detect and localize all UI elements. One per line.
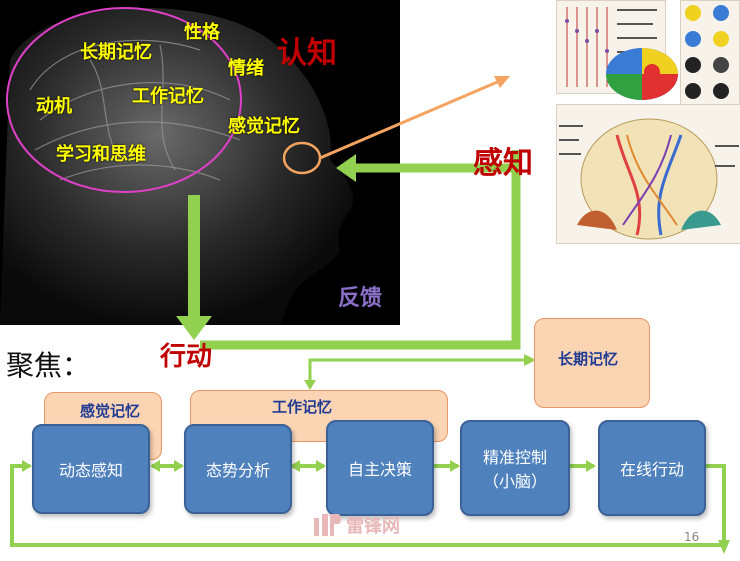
watermark-text: 雷锋网 (346, 516, 400, 537)
online-action-block: 在线行动 (598, 420, 706, 516)
leiphone-logo-icon (314, 514, 341, 536)
label-emotion: 情绪 (228, 58, 264, 79)
autonomous-decision-block: 自主决策 (326, 420, 434, 516)
color-wheel-diagram (602, 46, 682, 102)
label-working-memory: 工作记忆 (132, 86, 204, 107)
watermark-logo: 雷锋网 (312, 512, 400, 538)
title-feedback: 反馈 (338, 286, 383, 311)
visual-pathway-diagram-image (556, 104, 740, 244)
title-cognition: 认知 (277, 36, 337, 71)
label-learning-thinking: 学习和思维 (56, 144, 146, 165)
sensory-memory-label: 感觉记忆 (80, 402, 141, 420)
title-action: 行动 (160, 342, 213, 372)
title-focus: 聚焦： (6, 349, 91, 382)
title-perception: 感知 (473, 146, 533, 181)
page-number: 16 (684, 530, 700, 544)
label-personality: 性格 (184, 22, 220, 43)
long-term-loop-arrow (308, 358, 530, 384)
label-motivation: 动机 (36, 96, 72, 117)
label-long-term-memory: 长期记忆 (80, 42, 152, 63)
precise-control-block: 精准控制 （小脑） (460, 420, 570, 516)
dynamic-perception-block: 动态感知 (32, 424, 150, 514)
label-sensory-memory: 感觉记忆 (228, 116, 300, 137)
long-term-memory-label: 长期记忆 (558, 350, 619, 368)
situation-analysis-block: 态势分析 (184, 424, 292, 514)
long-term-memory-region (534, 318, 650, 408)
working-memory-label: 工作记忆 (272, 398, 333, 416)
orange-arrow-head (494, 76, 510, 88)
head-silhouette-image: 性格 长期记忆 情绪 动机 工作记忆 感觉记忆 学习和思维 (0, 0, 400, 325)
